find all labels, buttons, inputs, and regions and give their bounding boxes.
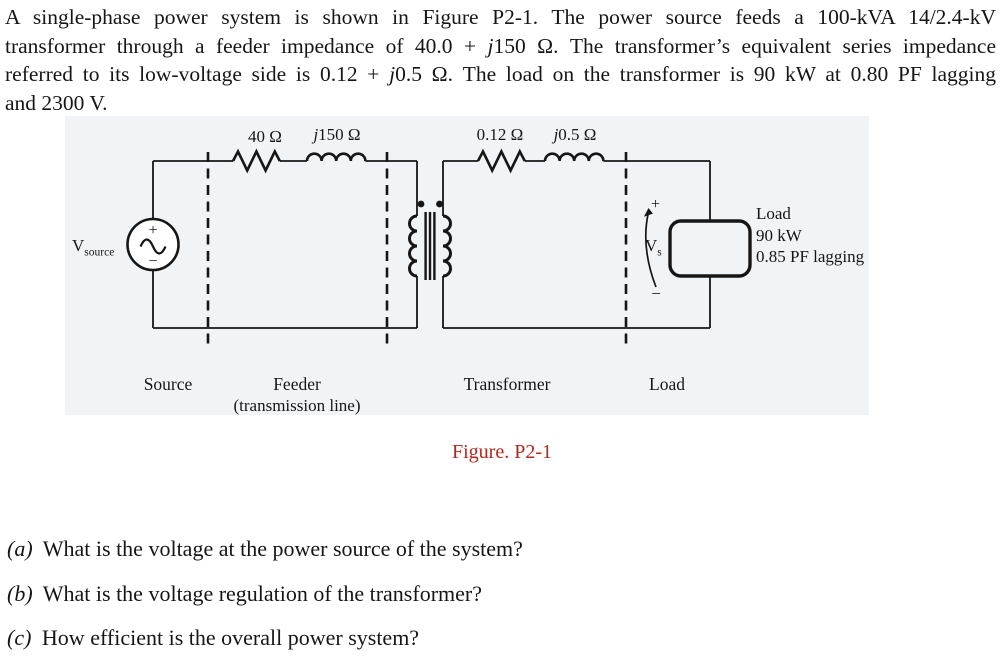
feeder-resistor-symbol bbox=[231, 148, 281, 174]
sine-wave-icon bbox=[139, 238, 167, 255]
question-b: (b) What is the voltage regulation of th… bbox=[7, 581, 482, 606]
vs-sub: s bbox=[657, 246, 662, 259]
vs-arrow-icon: + − bbox=[643, 196, 661, 303]
vsource-sub: source bbox=[84, 246, 115, 259]
vs-plus-sign: + bbox=[651, 196, 660, 213]
circuit-svg: + − bbox=[126, 148, 752, 344]
transformer-icon bbox=[408, 161, 452, 328]
load-description: Load 90 kW 0.85 PF lagging bbox=[756, 203, 864, 268]
feeder-inductor-symbol bbox=[305, 152, 367, 162]
load-line-3: 0.85 PF lagging bbox=[756, 247, 865, 266]
statement-line-3: referred to its low-voltage side is 0.12… bbox=[5, 62, 996, 86]
xfmr-core-lines bbox=[424, 212, 436, 280]
xfmr-dot-right bbox=[436, 200, 443, 208]
xfmr-primary-winding bbox=[408, 214, 418, 278]
vs-arrowhead bbox=[643, 208, 653, 217]
ac-source-icon: + − bbox=[126, 217, 180, 272]
xfmr-inductor-symbol bbox=[543, 152, 605, 162]
xfmr-resistor-symbol bbox=[476, 148, 526, 174]
vs-label: Vs bbox=[645, 236, 662, 258]
feeder-inductor-label: j150 Ω bbox=[313, 125, 361, 144]
load-box bbox=[668, 219, 752, 278]
section-label-transformer: Transformer bbox=[463, 374, 551, 394]
load-line-2: 90 kW bbox=[756, 225, 802, 245]
vsource-v: V bbox=[72, 236, 85, 255]
question-a: (a) What is the voltage at the power sou… bbox=[7, 536, 523, 561]
vs-minus-sign: − bbox=[651, 284, 661, 303]
section-label-load: Load bbox=[649, 374, 685, 394]
vs-arc bbox=[644, 211, 657, 288]
xfmr-secondary-winding bbox=[442, 214, 452, 278]
problem-statement: A single-phase power system is shown in … bbox=[5, 3, 996, 117]
statement-line-1: A single-phase power system is shown in … bbox=[5, 5, 996, 29]
section-label-feeder-sub: (transmission line) bbox=[233, 396, 361, 415]
question-c: (c) How efficient is the overall power s… bbox=[7, 625, 420, 650]
xfmr-inductor-label: j0.5 Ω bbox=[553, 125, 597, 144]
xfmr-resistor-label: 0.12 Ω bbox=[476, 125, 524, 144]
section-label-source: Source bbox=[143, 374, 193, 394]
section-label-feeder: Feeder bbox=[273, 374, 321, 394]
xfmr-dot-left bbox=[417, 200, 425, 208]
circuit-diagram: + − bbox=[65, 116, 869, 415]
source-minus-sign: − bbox=[148, 253, 157, 270]
figure-caption: Figure. P2-1 bbox=[452, 441, 552, 463]
feeder-resistor-label: 40 Ω bbox=[248, 127, 282, 146]
vsource-label: Vsource bbox=[72, 236, 114, 258]
statement-line-2: transformer through a feeder impedance o… bbox=[5, 33, 996, 58]
load-line-1: Load bbox=[756, 204, 791, 223]
statement-line-4: and 2300 V. bbox=[5, 90, 108, 115]
vs-v: V bbox=[645, 236, 658, 255]
source-plus-sign: + bbox=[148, 222, 157, 239]
